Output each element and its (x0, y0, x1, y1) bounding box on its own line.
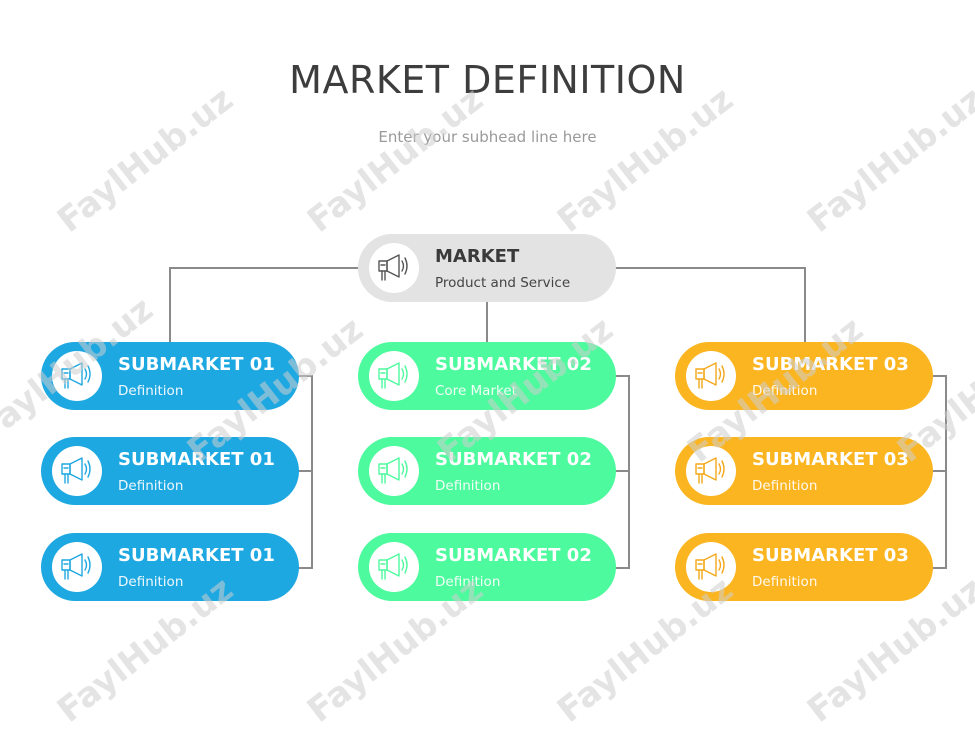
megaphone-icon (369, 351, 419, 401)
page-title: MARKET DEFINITION (289, 58, 686, 102)
submarket-label: SUBMARKET 02 (435, 354, 592, 375)
connector-root-right (615, 267, 806, 342)
submarket-label: SUBMARKET 01 (118, 449, 275, 470)
submarket-label: SUBMARKET 02 (435, 449, 592, 470)
megaphone-icon (369, 243, 419, 293)
submarket-label: SUBMARKET 02 (435, 545, 592, 566)
submarket-node-1-3[interactable]: SUBMARKET 01 Definition (41, 533, 299, 601)
submarket-sub: Definition (118, 383, 184, 399)
submarket-sub: Definition (435, 574, 501, 590)
submarket-node-2-3[interactable]: SUBMARKET 02 Definition (358, 533, 616, 601)
root-node-label: MARKET (435, 246, 520, 267)
root-node-sub: Product and Service (435, 275, 571, 291)
submarket-label: SUBMARKET 03 (752, 449, 909, 470)
submarket-node-1-1[interactable]: SUBMARKET 01 Definition (41, 342, 299, 410)
submarket-sub: Definition (118, 478, 184, 494)
submarket-sub: Definition (752, 574, 818, 590)
submarket-label: SUBMARKET 01 (118, 354, 275, 375)
megaphone-icon (686, 542, 736, 592)
connector-root-left (169, 267, 360, 342)
submarket-node-3-3[interactable]: SUBMARKET 03 Definition (675, 533, 933, 601)
submarket-sub: Definition (118, 574, 184, 590)
submarket-sub: Definition (435, 478, 501, 494)
megaphone-icon (369, 446, 419, 496)
submarket-node-3-1[interactable]: SUBMARKET 03 Definition (675, 342, 933, 410)
page-subhead: Enter your subhead line here (378, 128, 597, 146)
submarket-sub: Definition (752, 478, 818, 494)
submarket-node-2-2[interactable]: SUBMARKET 02 Definition (358, 437, 616, 505)
submarket-node-1-2[interactable]: SUBMARKET 01 Definition (41, 437, 299, 505)
submarket-node-2-1[interactable]: SUBMARKET 02 Core Market (358, 342, 616, 410)
megaphone-icon (686, 351, 736, 401)
submarket-label: SUBMARKET 01 (118, 545, 275, 566)
megaphone-icon (369, 542, 419, 592)
submarket-label: SUBMARKET 03 (752, 545, 909, 566)
megaphone-icon (52, 446, 102, 496)
root-node-market[interactable]: MARKET Product and Service (358, 234, 616, 302)
megaphone-icon (52, 542, 102, 592)
submarket-sub: Core Market (435, 383, 517, 399)
submarket-node-3-2[interactable]: SUBMARKET 03 Definition (675, 437, 933, 505)
submarket-label: SUBMARKET 03 (752, 354, 909, 375)
submarket-sub: Definition (752, 383, 818, 399)
megaphone-icon (686, 446, 736, 496)
megaphone-icon (52, 351, 102, 401)
